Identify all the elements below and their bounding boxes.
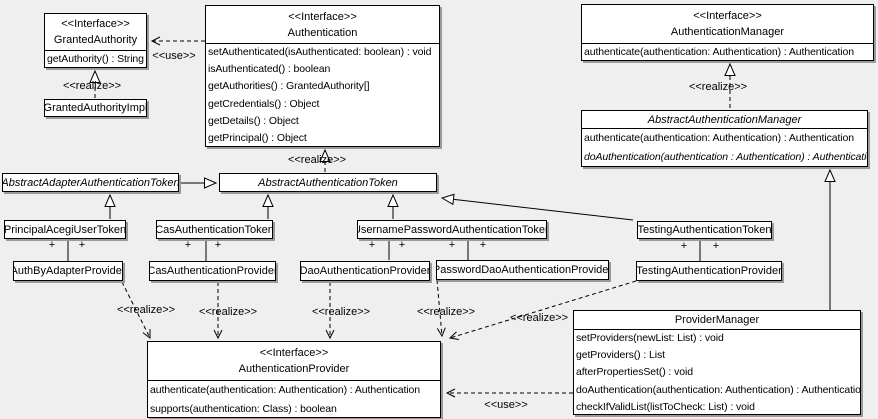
class-authentication-provider: <<Interface>> AuthenticationProvider aut… <box>147 341 441 418</box>
multiplicity-label: + <box>712 240 720 252</box>
stereotype: <<Interface>> <box>259 347 329 359</box>
class-name: AbstractAuthenticationManager <box>647 113 802 126</box>
method: checkIfValidList(listToCheck: List) : vo… <box>576 400 755 413</box>
realize-label: <<realize>> <box>287 154 347 166</box>
realize-label: <<realize>> <box>509 312 569 324</box>
class-testing-authentication-token: TestingAuthenticationToken <box>637 221 772 239</box>
method: doAuthentication(authentication : Authen… <box>584 151 867 163</box>
realize-edge-authbyadapterprovider <box>121 281 151 339</box>
method: doAuthentication(authentication: Authent… <box>576 383 860 396</box>
class-name: TestingAuthenticationProvider <box>636 265 782 277</box>
class-auth-by-adapter-provider: AuthByAdapterProvider <box>13 261 123 281</box>
method: isAuthenticated() : boolean <box>208 63 331 76</box>
class-authentication: <<Interface>> Authentication setAuthenti… <box>205 5 440 147</box>
class-header: <<Interface>> GrantedAuthority <box>45 14 146 51</box>
realize-label: <<realize>> <box>62 80 122 92</box>
class-name: ProviderManager <box>674 314 760 326</box>
realize-label: <<realize>> <box>416 306 476 318</box>
use-label: <<use>> <box>484 399 528 411</box>
class-username-password-authentication-token: UsernamePasswordAuthenticationToken <box>357 220 547 239</box>
class-authentication-manager: <<Interface>> AuthenticationManager auth… <box>581 4 874 61</box>
method: setProviders(newList: List) : void <box>576 332 724 344</box>
class-cas-authentication-provider: CasAuthenticationProvider <box>149 261 276 281</box>
realize-edge-passworddaoauthenticationprovider <box>436 279 446 338</box>
class-name: AbstractAuthenticationToken <box>258 176 398 189</box>
class-name: GrantedAuthority <box>53 34 138 46</box>
multiplicity-label: + <box>680 240 688 252</box>
class-name: AbstractAdapterAuthenticationToken <box>2 176 179 189</box>
use-label: <<use>> <box>152 50 196 62</box>
class-testing-authentication-provider: TestingAuthenticationProvider <box>636 261 782 281</box>
class-name: CasAuthenticationToken <box>156 223 273 236</box>
class-name: AuthenticationProvider <box>238 363 350 375</box>
class-name: AuthByAdapterProvider <box>13 265 123 277</box>
realize-label: <<realize>> <box>688 81 748 93</box>
method-list: setAuthenticated(isAuthenticated: boolea… <box>206 44 439 146</box>
method: getDetails() : Object <box>208 114 299 127</box>
class-name: PrincipalAcegiUserToken <box>4 223 126 236</box>
class-abstract-authentication-token: AbstractAuthenticationToken <box>219 173 437 192</box>
class-granted-authority-impl: GrantedAuthorityImpl <box>44 99 147 117</box>
class-granted-authority: <<Interface>> GrantedAuthority getAuthor… <box>44 13 147 68</box>
class-name: CasAuthenticationProvider <box>149 265 276 277</box>
class-principal-acegi-user-token: PrincipalAcegiUserToken <box>4 220 126 239</box>
method: supports(authentication: Class) : boolea… <box>150 403 337 415</box>
class-name: PasswordDaoAuthenticationProvider <box>436 264 609 276</box>
class-abstract-authentication-manager: AbstractAuthenticationManager authentica… <box>581 110 868 167</box>
generalize-edge-testingauthenticationtoken <box>440 193 634 221</box>
stereotype: <<Interface>> <box>693 10 762 22</box>
realize-label: <<realize>> <box>116 304 176 316</box>
class-header: AbstractAuthenticationManager <box>582 111 867 129</box>
method-list: getAuthority() : String <box>45 51 146 67</box>
multiplicity-label: + <box>48 239 56 251</box>
class-header: ProviderManager <box>574 311 860 330</box>
class-name: Authentication <box>287 26 358 39</box>
multiplicity-label: + <box>368 239 376 251</box>
class-provider-manager: ProviderManager setProviders(newList: Li… <box>573 310 861 415</box>
method: getPrincipal() : Object <box>208 131 307 144</box>
realize-edge-testingauthenticationprovider <box>448 280 637 340</box>
class-header: <<Interface>> AuthenticationProvider <box>148 342 440 381</box>
stereotype: <<Interface>> <box>288 10 357 23</box>
method: getAuthority() : String <box>47 53 144 65</box>
multiplicity-label: + <box>479 239 487 251</box>
class-name: AuthenticationManager <box>670 26 785 38</box>
realize-label: <<realize>> <box>311 306 371 318</box>
method: authenticate(authentication: Authenticat… <box>584 132 855 144</box>
method: getProviders() : List <box>576 349 665 362</box>
method: authenticate(authentication: Authenticat… <box>584 46 855 58</box>
method-list: authenticate(authentication: Authenticat… <box>148 381 440 417</box>
class-cas-authentication-token: CasAuthenticationToken <box>156 220 273 239</box>
method-list: authenticate(authentication: Authenticat… <box>582 129 867 166</box>
method: setAuthenticated(isAuthenticated: boolea… <box>208 46 432 58</box>
multiplicity-label: + <box>184 239 192 251</box>
multiplicity-label: + <box>398 239 406 251</box>
stereotype: <<Interface>> <box>61 18 130 30</box>
multiplicity-label: + <box>448 239 456 251</box>
class-abstract-adapter-authentication-token: AbstractAdapterAuthenticationToken <box>2 173 179 192</box>
class-dao-authentication-provider: DaoAuthenticationProvider <box>300 261 430 281</box>
method-list: authenticate(authentication: Authenticat… <box>582 44 873 60</box>
realize-label: <<realize>> <box>198 306 258 318</box>
class-header: <<Interface>> Authentication <box>206 6 439 44</box>
class-name: TestingAuthenticationToken <box>637 224 772 236</box>
class-name: DaoAuthenticationProvider <box>300 265 430 277</box>
method: getCredentials() : Object <box>208 97 320 110</box>
class-name: UsernamePasswordAuthenticationToken <box>357 223 547 236</box>
method: afterPropertiesSet() : void <box>576 366 693 379</box>
class-header: <<Interface>> AuthenticationManager <box>582 5 873 44</box>
class-name: GrantedAuthorityImpl <box>44 102 147 114</box>
multiplicity-label: + <box>214 239 222 251</box>
method: authenticate(authentication: Authenticat… <box>150 384 421 396</box>
class-password-dao-authentication-provider: PasswordDaoAuthenticationProvider <box>436 260 609 280</box>
method-list: setProviders(newList: List) : void getPr… <box>574 330 860 414</box>
multiplicity-label: + <box>78 239 86 251</box>
method: getAuthorities() : GrantedAuthority[] <box>208 80 370 93</box>
